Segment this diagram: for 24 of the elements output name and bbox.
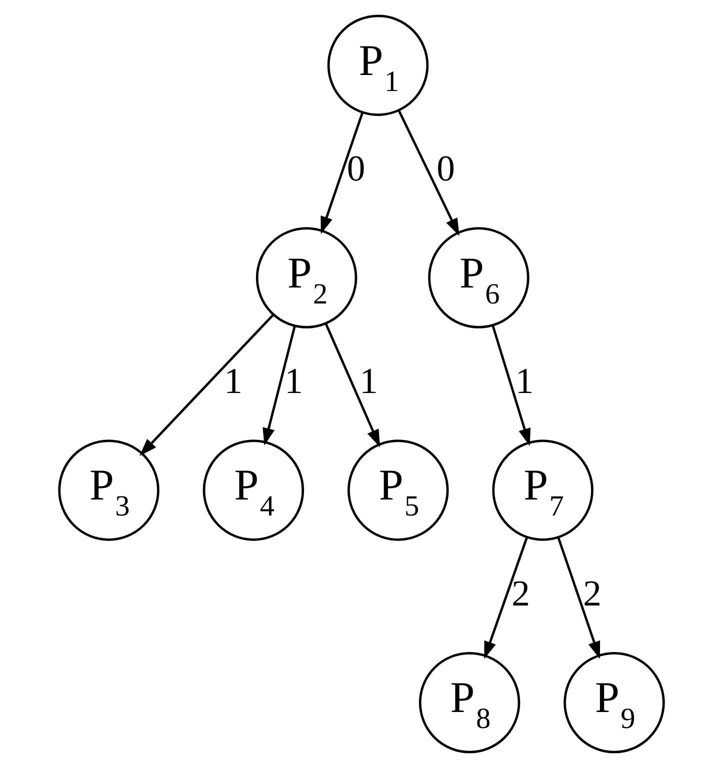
node-circle: P$_{7}$ [492, 440, 593, 541]
edge-label: 0 [346, 148, 365, 189]
edge-label: 2 [511, 572, 530, 614]
node-circle: P$_{1}$ [326, 14, 428, 116]
edge-label: 1 [284, 360, 302, 402]
arrow [262, 326, 296, 446]
node-circle: P$_{6}$ [428, 227, 529, 328]
node-circle: P$_{2}$ [255, 227, 357, 328]
edge-label: 2 [582, 572, 601, 614]
edge-label: 1 [224, 360, 242, 402]
arrow [556, 536, 600, 660]
arrow [491, 325, 530, 446]
node-circle: P$_{8}$ [418, 652, 520, 754]
node-circle: P$_{4}$ [202, 440, 304, 541]
node-circle: P$_{9}$ [563, 652, 664, 754]
arrow [484, 536, 528, 659]
edge-label: 0 [436, 148, 454, 189]
node-circle: P$_{5}$ [347, 440, 448, 541]
arrow [324, 322, 380, 448]
edge-label: 1 [359, 360, 378, 402]
arrow [320, 112, 364, 234]
arrow [397, 110, 459, 236]
edge-label: 1 [514, 360, 534, 402]
arrow [139, 314, 274, 456]
